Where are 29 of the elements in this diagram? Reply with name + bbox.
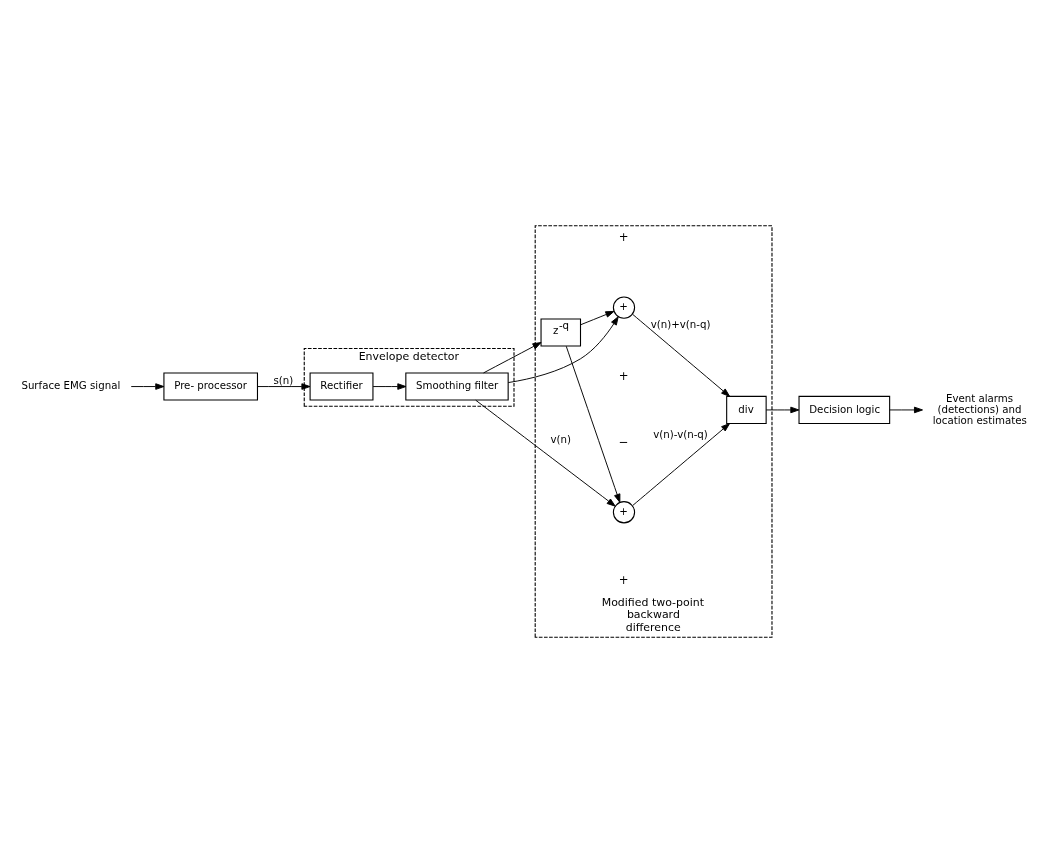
node-text: Event alarms (detections) and location estimates	[932, 392, 1027, 426]
edge-label: v(n)+v(n-q)	[650, 318, 711, 329]
node-box: Pre- processor	[163, 371, 259, 401]
arrow	[372, 382, 407, 390]
arrow	[507, 315, 619, 383]
arrow	[580, 310, 615, 325]
arrow	[565, 345, 621, 503]
arrow	[765, 406, 800, 413]
arrow	[483, 341, 542, 373]
edge-label: s(n)	[273, 374, 294, 386]
arrow	[632, 422, 730, 506]
node-box: Rectifier	[309, 371, 374, 401]
label: +	[618, 368, 629, 383]
node-box: Smoothing filter	[405, 371, 509, 401]
node-box: div	[726, 395, 767, 424]
arrow	[632, 313, 730, 397]
node-text: Surface EMG signal	[21, 379, 121, 391]
arrow	[130, 382, 165, 390]
label: −	[618, 434, 629, 449]
edge-label: v(n)	[550, 433, 572, 445]
arrow	[257, 382, 311, 390]
node-circle: +	[612, 295, 636, 319]
edge-label: v(n)-v(n-q)	[653, 428, 708, 440]
arrow	[475, 399, 616, 507]
node-circle: +	[612, 500, 636, 523]
label: +	[618, 572, 629, 587]
label: +	[618, 229, 629, 244]
arrow	[889, 406, 923, 413]
node-box: Decision logic	[798, 395, 891, 424]
